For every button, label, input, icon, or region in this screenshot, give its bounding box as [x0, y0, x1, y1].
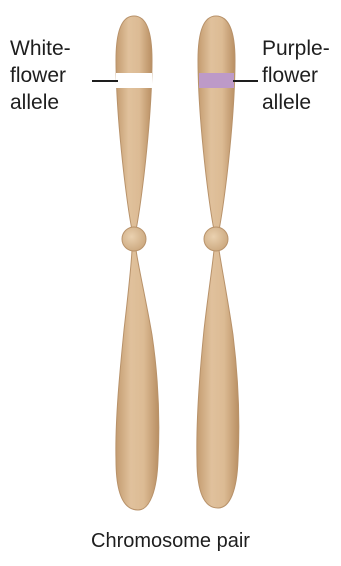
- left-chromosome: [116, 16, 159, 510]
- left-chromosome-lower-arm: [116, 250, 159, 510]
- white-label-line-3: allele: [10, 89, 71, 116]
- purple-label-line-2: flower: [262, 62, 330, 89]
- right-chromosome-upper-arm: [198, 16, 235, 230]
- left-centromere: [122, 227, 146, 251]
- right-centromere: [204, 227, 228, 251]
- white-label-line-1: White-: [10, 35, 71, 62]
- purple-label-line-1: Purple-: [262, 35, 330, 62]
- diagram-caption: Chromosome pair: [0, 530, 341, 553]
- purple-flower-allele-label: Purple- flower allele: [262, 35, 330, 116]
- right-chromosome-lower-arm: [197, 250, 239, 508]
- white-label-line-2: flower: [10, 62, 71, 89]
- purple-label-line-3: allele: [262, 89, 330, 116]
- white-flower-allele-label: White- flower allele: [10, 35, 71, 116]
- white-allele-band: [116, 73, 152, 88]
- left-chromosome-upper-arm: [116, 16, 152, 230]
- purple-allele-band: [199, 73, 234, 88]
- right-chromosome: [197, 16, 239, 508]
